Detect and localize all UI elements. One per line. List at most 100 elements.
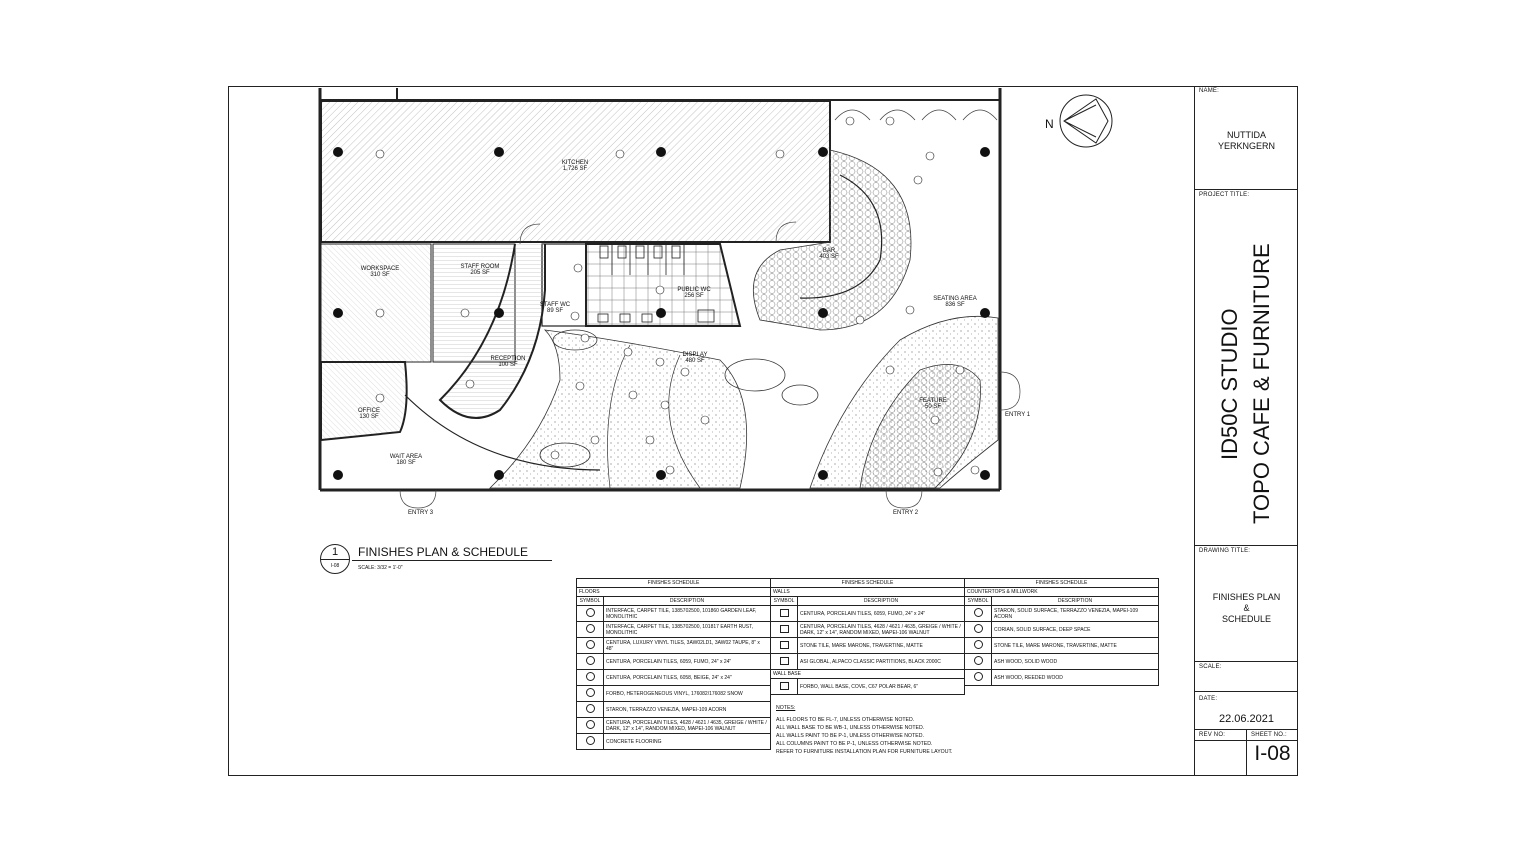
project-title-line1: ID50C STUDIO	[1217, 308, 1242, 460]
table-row: FORBO, WALL BASE, COVE, C67 POLAR BEAR, …	[770, 678, 965, 695]
table-row: STONE TILE, MARE MARONE, TRAVERTINE, MAT…	[964, 637, 1159, 654]
structural-columns	[333, 147, 990, 480]
table-row: CONCRETE FLOORING	[576, 733, 771, 750]
note-line: ALL FLOORS TO BE FL-7, UNLESS OTHERWISE …	[776, 717, 915, 723]
door-swings	[399, 221, 1021, 509]
display-contour-1	[607, 344, 631, 489]
wall-symbol-icon	[779, 640, 789, 649]
display-table	[552, 329, 598, 351]
symbol-col-header: SYMBOL	[770, 596, 798, 606]
millwork-symbol-icon	[973, 672, 983, 681]
finish-symbol-icon	[585, 608, 595, 617]
display-table	[724, 358, 786, 392]
table-row: STARON, TERRAZZO VENEZIA, MAPEI-109 ACOR…	[576, 701, 771, 718]
table-row: CENTURA, PORCELAIN TILES, 6059, FUMO, 24…	[770, 605, 965, 622]
millwork-symbol-icon	[973, 640, 983, 649]
bar-counter	[799, 174, 883, 299]
desc-col-header: DESCRIPTION	[991, 596, 1159, 606]
date-cell: DATE: 22.06.2021	[1195, 692, 1298, 730]
caption-bubble: 1 I-08	[320, 544, 350, 574]
table-row: CENTURA, PORCELAIN TILES, 4628 / 4621 / …	[770, 621, 965, 638]
date-value: 22.06.2021	[1218, 713, 1275, 725]
caption-title: FINISHES PLAN & SCHEDULE	[358, 545, 529, 559]
kitchen-area	[320, 100, 831, 243]
table-row: CENTURA, PORCELAIN TILES, 4628 / 4621 / …	[576, 717, 771, 734]
display-table	[539, 442, 591, 468]
schedule-header: FINISHES SCHEDULE	[770, 578, 965, 588]
wall-symbol-icon	[779, 656, 789, 665]
note-line: ALL WALLS PAINT TO BE P-1, UNLESS OTHERW…	[776, 733, 924, 739]
table-row: INTERFACE, CARPET TILE, 1385702500, 1018…	[576, 605, 771, 622]
general-notes: NOTES: ALL FLOORS TO BE FL-7, UNLESS OTH…	[776, 704, 953, 756]
desc-col-header: DESCRIPTION	[603, 596, 771, 606]
wc-fixtures	[597, 244, 715, 323]
wait-area-wall	[404, 394, 601, 471]
office-area	[320, 361, 408, 442]
rev-label: REV NO:	[1199, 732, 1226, 738]
caption-sheet-ref: I-08	[330, 563, 340, 569]
workspace-area	[320, 243, 432, 363]
finish-symbol-icon	[585, 736, 595, 745]
entry-label-2: ENTRY 2	[893, 510, 919, 516]
symbol-col-header: SYMBOL	[964, 596, 992, 606]
millwork-symbol-icon	[973, 624, 983, 633]
entry-label-1: ENTRY 1	[1005, 412, 1031, 418]
project-cell: PROJECT TITLE: ID50C STUDIO TOPO CAFE & …	[1195, 190, 1298, 546]
wall-symbol-icon	[779, 624, 789, 633]
feature-area	[859, 364, 981, 489]
caption-scale: SCALE: 3/32 = 1'-0"	[358, 565, 403, 571]
schedule-header: FINISHES SCHEDULE	[576, 578, 771, 588]
millwork-symbol-icon	[973, 608, 983, 617]
schedule-header: FINISHES SCHEDULE	[964, 578, 1159, 588]
countertops-label: COUNTERTOPS & MILLWORK	[964, 587, 1159, 597]
north-arrow	[1059, 94, 1113, 148]
rev-sheet-divider	[1195, 740, 1298, 741]
booth-arches	[834, 109, 998, 121]
scale-cell: SCALE:	[1195, 662, 1298, 692]
drawing-title-label: DRAWING TITLE:	[1199, 548, 1251, 554]
table-row: FORBO, HETEROGENEOUS VINYL, 176082/17608…	[576, 685, 771, 702]
rev-cell: REV NO:	[1195, 730, 1247, 776]
finish-symbol-icon	[585, 672, 595, 681]
finish-tags	[375, 116, 980, 477]
north-label: N	[1045, 117, 1054, 131]
finish-symbol-icon	[585, 656, 595, 665]
countertops-schedule: FINISHES SCHEDULE COUNTERTOPS & MILLWORK…	[964, 578, 1159, 686]
finish-symbol-icon	[585, 720, 595, 729]
millwork-symbol-icon	[973, 656, 983, 665]
wall-base-symbol-icon	[779, 681, 789, 690]
wall-symbol-icon	[779, 608, 789, 617]
display-contour-2	[668, 354, 701, 489]
project-title-line2: TOPO CAFE & FURNITURE	[1249, 243, 1274, 524]
walls-label: WALLS	[770, 587, 965, 597]
table-row: ASH WOOD, REEDED WOOD	[964, 669, 1159, 686]
project-label: PROJECT TITLE:	[1199, 192, 1250, 198]
table-row: STONE TILE, MARE MARONE, TRAVERTINE, MAT…	[770, 637, 965, 654]
scale-label: SCALE:	[1199, 664, 1222, 670]
drawing-title-cell: DRAWING TITLE: FINISHES PLAN&SCHEDULE	[1195, 546, 1298, 662]
table-row: INTERFACE, CARPET TILE, 1385702500, 1018…	[576, 621, 771, 638]
drawing-title: FINISHES PLAN&SCHEDULE	[1212, 592, 1281, 624]
table-row: ASI GLOBAL, ALPACO CLASSIC PARTITIONS, B…	[770, 653, 965, 670]
table-row: CORIAN, SOLID SURFACE, DEEP SPACE	[964, 621, 1159, 638]
notes-title: NOTES:	[776, 705, 796, 711]
entry-label-3: ENTRY 3	[408, 510, 434, 516]
caption-bubble-divider	[321, 559, 349, 560]
finish-symbol-icon	[585, 624, 595, 633]
symbol-col-header: SYMBOL	[576, 596, 604, 606]
caption-number: 1	[331, 546, 339, 558]
table-row: CENTURA, PORCELAIN TILES, 6059, FUMO, 24…	[576, 653, 771, 670]
